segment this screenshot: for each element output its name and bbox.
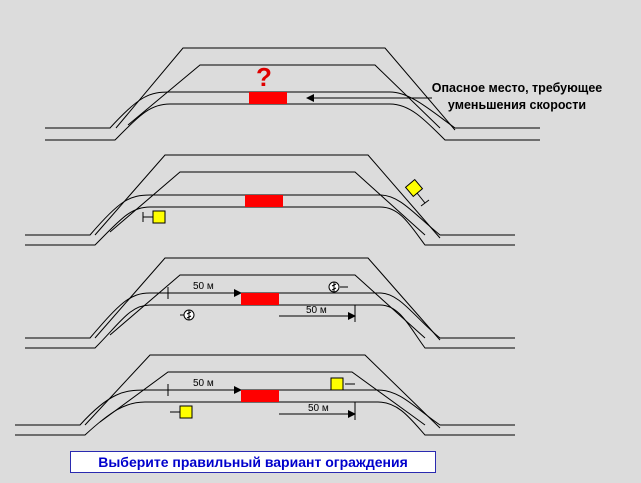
danger-zone (241, 390, 279, 402)
distance-label: 50 м (193, 378, 214, 389)
embankment-inner (99, 371, 426, 426)
speed-reduction-sign-icon (183, 309, 195, 321)
question-mark: ? (256, 62, 272, 92)
embankment-outer (115, 47, 456, 131)
distance-label: 50 м (306, 305, 327, 316)
rail-lower (25, 304, 515, 349)
rail-upper (25, 292, 515, 339)
danger-zone (249, 92, 287, 104)
choose-variant-button[interactable]: Выберите правильный вариант ограждения (70, 451, 436, 473)
dangerous-spot-note: Опасное место, требующее уменьшения скор… (431, 81, 603, 112)
stop-signal-plate (404, 178, 424, 198)
danger-zone (245, 195, 283, 207)
speed-reduction-sign-icon (328, 281, 340, 293)
distance-label: 50 м (193, 281, 214, 292)
embankment-outer (84, 354, 441, 429)
embankment-outer (94, 154, 441, 239)
embankment-inner (109, 171, 426, 236)
embankment-inner (109, 274, 426, 339)
signal-post (416, 192, 426, 204)
stop-signal-plate (330, 377, 344, 391)
distance-label: 50 м (308, 403, 329, 414)
stop-signal-plate (179, 405, 193, 419)
stop-signal-plate (152, 210, 166, 224)
danger-zone (241, 293, 279, 305)
rail-lower (15, 401, 515, 436)
